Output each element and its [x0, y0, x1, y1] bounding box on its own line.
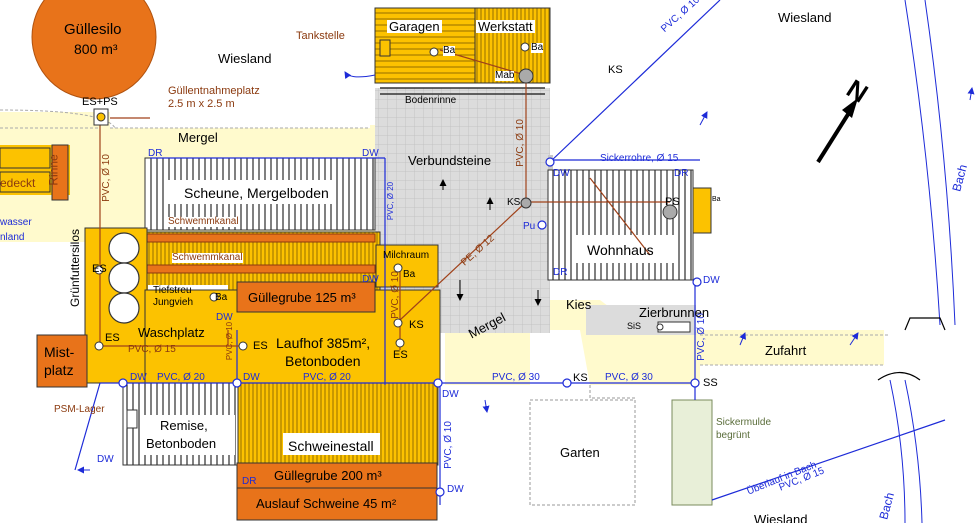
ks-milch: KS [409, 319, 424, 331]
zierbrunnen-label: Zierbrunnen [639, 305, 710, 320]
pvc-10-vertical-left: PVC, Ø 10 [100, 154, 112, 202]
pvc-10-right: PVC, Ø 10 [695, 313, 707, 361]
es-2: ES [105, 332, 120, 344]
garten-label: Garten [560, 445, 600, 460]
guellegrube-200: Güllegrube 200 m³ [274, 468, 382, 483]
ks-row: KS [573, 372, 588, 384]
remise-betonboden: Betonboden [146, 436, 217, 451]
sis-label: SiS [627, 321, 642, 331]
ba-jungvieh: Ba [215, 292, 228, 303]
mergel-top: Mergel [178, 130, 218, 145]
milchraum-label: Milchraum [383, 250, 430, 261]
pvc-20-2: PVC, Ø 20 [303, 372, 351, 383]
wohnhaus-label: Wohnhaus [587, 242, 654, 258]
sickermulde-label: Sickermulde [716, 417, 772, 428]
pvc-20-vertical: PVC, Ø 20 [386, 181, 396, 221]
sickerrohre-label: Sickerrohre, Ø 15 [600, 153, 679, 164]
pvc-30-2: PVC, Ø 30 [605, 372, 653, 383]
gruenfuttersilos-label: Grünfuttersilos [68, 228, 83, 308]
wiesland-top-left: Wiesland [218, 51, 272, 66]
dr-wohn-top: DR [674, 168, 689, 179]
pvc-30-1: PVC, Ø 30 [492, 372, 540, 383]
dw-wohn: DW [553, 168, 570, 179]
pvc-10-schweine: PVC, Ø 10 [442, 421, 454, 469]
es-3: ES [253, 340, 268, 352]
ks-top: KS [608, 64, 623, 76]
dr-schweine: DR [242, 476, 257, 487]
psm-lager-label: PSM-Lager [54, 404, 105, 415]
ba-garage: Ba [443, 45, 456, 56]
pvc-20-1: PVC, Ø 20 [157, 372, 205, 383]
verbundsteine-label: Verbundsteine [408, 153, 492, 168]
auslauf-label: Auslauf Schweine 45 m² [256, 496, 397, 511]
dw-row-2: DW [243, 372, 260, 383]
garagen-label: Garagen [387, 19, 442, 34]
schwemmkanal-2: Schwemmkanal [172, 252, 243, 263]
laufhof-betonboden: Betonboden [285, 353, 361, 369]
dw-row-3: DW [442, 389, 459, 400]
ks-center: KS [507, 197, 521, 208]
guellegrube-125: Güllegrube 125 m³ [248, 290, 356, 305]
rinne-label: Rinne [46, 154, 61, 186]
pvc-10-milch: PVC, Ø 10 [389, 271, 401, 319]
schwemmkanal-1: Schwemmkanal [168, 216, 239, 227]
wasser-label: wasser [0, 217, 32, 228]
mistplatz-label-2: platz [44, 362, 74, 378]
begruent-label: begrünt [716, 430, 750, 441]
tankstelle-label: Tankstelle [296, 30, 345, 42]
guellentnahme-label: Güllentnahmeplatz [168, 85, 260, 97]
ba-milch: Ba [403, 269, 416, 280]
pvc-10-waschplatz: PVC, Ø 10 [225, 321, 235, 361]
werkstatt-label: Werkstatt [476, 19, 535, 34]
bodenrinne-label: Bodenrinne [405, 95, 457, 106]
jungvieh-label: Jungvieh [153, 297, 194, 308]
es-1: ES [92, 263, 107, 275]
wiesland-bottom: Wiesland [754, 512, 808, 523]
kies-label: Kies [566, 297, 592, 312]
mab-label: Mab [495, 70, 515, 81]
pvc-15-left: PVC, Ø 15 [128, 344, 176, 355]
pu-label: Pu [523, 221, 536, 232]
waschplatz-label: Waschplatz [138, 325, 205, 340]
mistplatz-label-1: Mist- [44, 344, 75, 360]
scheune-label: Scheune, Mergelboden [184, 185, 329, 201]
remise-label: Remise, [160, 418, 208, 433]
ba-werkstatt: Ba [531, 42, 544, 53]
nland-label: nland [0, 232, 25, 243]
dw-row-1: DW [130, 372, 147, 383]
tiefstreu-label: Tiefstreu [153, 285, 192, 296]
guellesilo-volume: 800 m³ [74, 41, 118, 57]
dw-left: DW [97, 454, 114, 465]
dw-scheune: DW [362, 148, 379, 159]
es-ps-label: ES+PS [82, 96, 118, 108]
dw-center: DW [362, 274, 379, 285]
dw-wohn-bottom: DW [703, 275, 720, 286]
guellentnahme-size: 2.5 m x 2.5 m [168, 98, 235, 110]
zufahrt-label: Zufahrt [765, 343, 807, 358]
ss-label: SS [703, 377, 718, 389]
ba-wohn: Ba [712, 196, 721, 203]
es-milch: ES [393, 349, 408, 361]
schweinestall-label: Schweinestall [288, 438, 374, 454]
wiesland-top-right: Wiesland [778, 10, 832, 25]
dr-scheune: DR [148, 148, 163, 159]
guellesilo-label: Güllesilo [64, 21, 122, 38]
dw-schweine: DW [447, 484, 464, 495]
gedeckt-label: edeckt [0, 176, 36, 190]
ps-wohn: PS [665, 196, 680, 208]
pvc-10-center: PVC, Ø 10 [514, 119, 526, 167]
dw-wasch: DW [216, 312, 233, 323]
dr-wohn-bottom: DR [553, 267, 568, 278]
laufhof-label: Laufhof 385m², [276, 335, 371, 351]
